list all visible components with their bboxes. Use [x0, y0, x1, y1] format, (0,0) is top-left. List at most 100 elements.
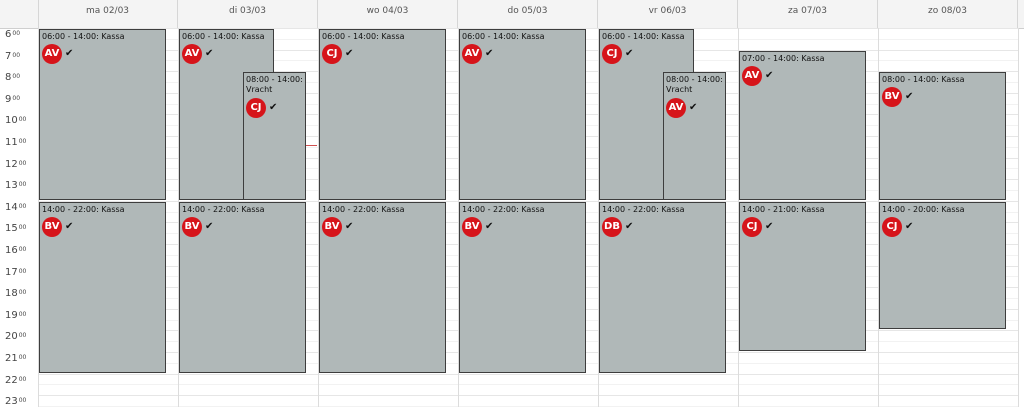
- hour-label: 2100: [0, 353, 38, 364]
- hour-label: 2200: [0, 375, 38, 386]
- shift-label: 08:00 - 14:00: Vracht: [666, 75, 723, 95]
- hour-minutes: 00: [12, 73, 21, 81]
- employee-avatar[interactable]: AV: [42, 44, 62, 64]
- hour-label: 1600: [0, 245, 38, 256]
- hour-minutes: 00: [12, 51, 21, 59]
- hour-label: 1100: [0, 137, 38, 148]
- hour-minutes: 00: [18, 289, 27, 297]
- confirmed-check-icon: ✔: [485, 220, 494, 232]
- day-column-separator: [458, 28, 459, 407]
- hour-gridline: [38, 28, 1018, 29]
- hour-number: 14: [5, 201, 18, 213]
- hour-number: 16: [5, 245, 18, 256]
- employee-avatar[interactable]: BV: [462, 216, 482, 237]
- employee-avatar[interactable]: CJ: [742, 216, 762, 237]
- employee-avatar[interactable]: BV: [322, 216, 342, 237]
- hour-number: 8: [5, 72, 12, 84]
- hour-minutes: 00: [18, 375, 27, 383]
- hour-label: 2000: [0, 331, 38, 342]
- day-header[interactable]: zo 08/03: [878, 0, 1018, 28]
- confirmed-check-icon: ✔: [345, 220, 354, 232]
- employee-avatar[interactable]: BV: [42, 216, 62, 237]
- employee-avatar[interactable]: BV: [182, 216, 202, 237]
- hour-number: 11: [5, 137, 18, 148]
- hour-label: 800: [0, 72, 38, 83]
- hour-number: 13: [5, 180, 18, 192]
- day-column-separator: [318, 28, 319, 407]
- confirmed-check-icon: ✔: [205, 220, 214, 232]
- hour-number: 12: [5, 158, 18, 170]
- employee-avatar[interactable]: AV: [742, 65, 762, 86]
- shift-label: 14:00 - 20:00: Kassa: [882, 204, 965, 214]
- shift-label: 08:00 - 14:00: Vracht: [246, 75, 303, 95]
- hour-label: 900: [0, 94, 38, 105]
- employee-avatar[interactable]: DB: [602, 216, 622, 237]
- hour-minutes: 00: [18, 138, 27, 145]
- employee-avatar[interactable]: AV: [182, 44, 202, 64]
- hour-gridline: [38, 200, 1018, 202]
- confirmed-check-icon: ✔: [269, 102, 278, 114]
- hour-minutes: 00: [18, 159, 27, 167]
- hour-label: 2300: [0, 396, 38, 407]
- employee-avatar[interactable]: CJ: [602, 44, 622, 64]
- shift-label: 06:00 - 14:00: Kassa: [182, 32, 265, 41]
- confirmed-check-icon: ✔: [689, 102, 698, 114]
- day-header[interactable]: wo 04/03: [318, 0, 458, 28]
- day-column-separator: [38, 28, 39, 407]
- day-header[interactable]: za 07/03: [738, 0, 878, 28]
- hour-gridline: [38, 373, 1018, 375]
- hour-number: 7: [5, 50, 12, 62]
- hour-label: 700: [0, 51, 38, 62]
- hour-minutes: 00: [18, 332, 27, 340]
- employee-avatar[interactable]: CJ: [246, 98, 266, 119]
- header-corner: [0, 0, 39, 28]
- hour-label: 1400: [0, 202, 38, 213]
- hour-minutes: 00: [18, 224, 27, 232]
- hour-label: 1200: [0, 159, 38, 170]
- hour-number: 15: [5, 223, 18, 235]
- shift-label: 06:00 - 14:00: Kassa: [602, 32, 685, 41]
- day-column-separator: [178, 28, 179, 407]
- hour-gridline: [38, 395, 1018, 397]
- shift-label: 14:00 - 22:00: Kassa: [42, 204, 125, 214]
- day-header[interactable]: vr 06/03: [598, 0, 738, 28]
- hour-number: 20: [5, 331, 18, 343]
- employee-avatar[interactable]: AV: [462, 44, 482, 64]
- shift-label: 14:00 - 22:00: Kassa: [462, 204, 545, 214]
- shift-label: 14:00 - 21:00: Kassa: [742, 204, 825, 214]
- hour-minutes: 00: [18, 397, 27, 405]
- hour-minutes: 00: [18, 202, 27, 210]
- hour-minutes: 00: [12, 30, 21, 37]
- day-header[interactable]: do 05/03: [458, 0, 598, 28]
- hour-minutes: 00: [18, 116, 27, 124]
- hour-number: 19: [5, 309, 18, 321]
- employee-avatar[interactable]: AV: [666, 98, 686, 119]
- confirmed-check-icon: ✔: [65, 48, 74, 59]
- employee-avatar[interactable]: BV: [882, 87, 902, 108]
- employee-avatar[interactable]: CJ: [882, 216, 902, 237]
- hour-number: 21: [5, 353, 18, 364]
- day-header[interactable]: ma 02/03: [38, 0, 178, 28]
- hour-minutes: 00: [18, 181, 27, 189]
- employee-avatar[interactable]: CJ: [322, 44, 342, 64]
- hour-label: 1700: [0, 267, 38, 278]
- day-column-separator: [1018, 28, 1019, 407]
- day-header[interactable]: di 03/03: [178, 0, 318, 28]
- hour-number: 17: [5, 266, 18, 278]
- hour-number: 22: [5, 374, 18, 386]
- shift-label: 14:00 - 22:00: Kassa: [602, 204, 685, 214]
